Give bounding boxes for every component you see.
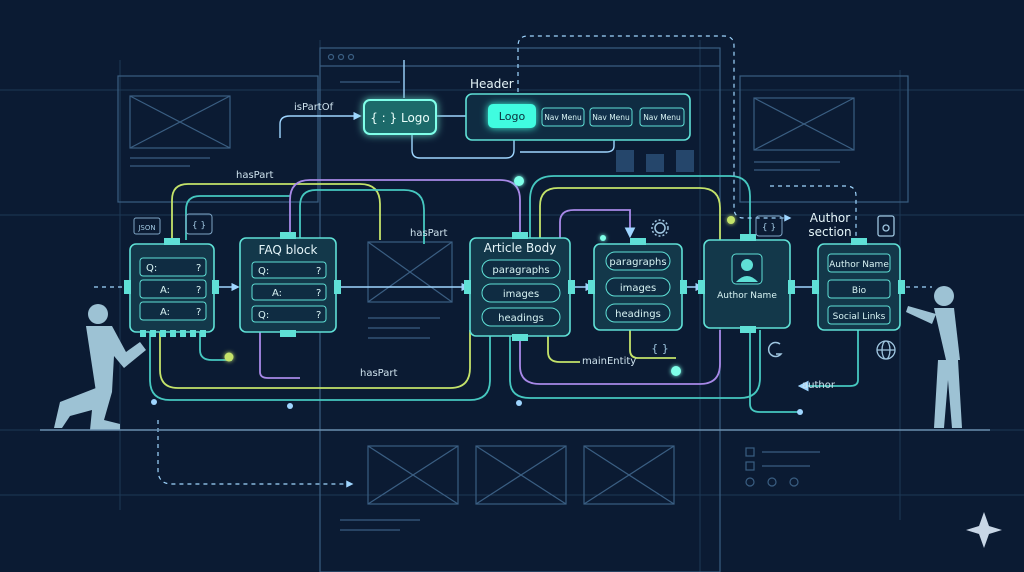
- nav-menu-2[interactable]: [589, 107, 633, 127]
- edge-label-has-part-1: hasPart: [236, 170, 273, 181]
- mid-item-images: images: [620, 283, 656, 294]
- mid-item-paragraphs: paragraphs: [609, 257, 666, 268]
- junction-dots: [151, 399, 803, 415]
- faq-left-mark-1: ?: [196, 263, 201, 274]
- braces-badge-mid: { }: [651, 342, 669, 355]
- edge-label-is-part-of: isPartOf: [294, 102, 334, 113]
- faq-block-row-1: Q:: [258, 266, 269, 277]
- author-card-label: Author Name: [717, 291, 777, 301]
- faq-left-mark-3: ?: [196, 307, 201, 318]
- nav-menu-3[interactable]: [639, 107, 685, 127]
- author-card-node[interactable]: Author Name: [698, 234, 795, 333]
- braces-badge-author: { }: [755, 215, 783, 237]
- edge-label-has-part-3: hasPart: [360, 368, 397, 379]
- dashed-links: [94, 35, 932, 488]
- article-item-headings: headings: [498, 313, 544, 324]
- edge-label-has-part-2: hasPart: [410, 228, 447, 239]
- json-badge-label: JSON: [137, 224, 155, 232]
- author-item-social: Social Links: [833, 312, 886, 322]
- faq-left-row-1: Q:: [146, 263, 157, 274]
- braces-badge-left-label: { }: [192, 221, 206, 231]
- faq-block-mark-3: ?: [316, 310, 321, 321]
- author-section-node[interactable]: Author section Author Name Bio Social Li…: [808, 211, 905, 331]
- article-body-node[interactable]: Article Body paragraphs images headings: [464, 232, 575, 341]
- author-section-title-2: section: [808, 225, 851, 239]
- edge-label-author: author: [802, 380, 836, 391]
- google-g-icon: [767, 341, 783, 358]
- nav-menu-3-label: Nav Menu: [643, 113, 681, 122]
- edge-label-main-entity: mainEntity: [582, 356, 636, 367]
- article-item-images: images: [503, 289, 539, 300]
- faq-left-mark-2: ?: [196, 285, 201, 296]
- person-left-icon: [54, 304, 146, 430]
- person-right-icon: [906, 286, 962, 428]
- faq-block-mark-2: ?: [316, 288, 321, 299]
- nav-menu-2-label: Nav Menu: [592, 113, 630, 122]
- braces-badge-author-label: { }: [762, 223, 776, 233]
- faq-block-row-2: A:: [272, 288, 282, 299]
- faq-node-left[interactable]: Q: A: A: ? ? ?: [124, 238, 219, 337]
- header-panel: Header Logo Nav Menu Nav Menu Nav Menu: [465, 77, 691, 141]
- logo-node-label: { : } Logo: [370, 111, 430, 125]
- author-section-title-1: Author: [810, 211, 850, 225]
- header-logo-label: Logo: [499, 110, 526, 123]
- braces-badge-left: { }: [185, 213, 213, 235]
- faq-left-row-2: A:: [160, 285, 170, 296]
- nav-menu-1-label: Nav Menu: [544, 113, 582, 122]
- author-item-name: Author Name: [829, 260, 889, 270]
- faq-block-row-3: Q:: [258, 310, 269, 321]
- article-item-paragraphs: paragraphs: [492, 265, 549, 276]
- glow-dots: [224, 176, 735, 376]
- content-items-node[interactable]: paragraphs images headings: [588, 238, 687, 331]
- sparkle-icon: [966, 512, 1002, 548]
- article-body-title: Article Body: [484, 241, 557, 255]
- faq-left-row-3: A:: [160, 307, 170, 318]
- nav-menu-1[interactable]: [541, 107, 585, 127]
- logo-node[interactable]: { : } Logo: [363, 99, 437, 135]
- json-badge: JSON: [133, 217, 161, 235]
- faq-block-node[interactable]: FAQ block Q: A: Q: ? ? ?: [239, 232, 341, 337]
- braces-badge-mid-label: { }: [651, 342, 669, 355]
- author-item-bio: Bio: [852, 286, 867, 296]
- faq-block-title: FAQ block: [259, 243, 318, 257]
- faq-block-mark-1: ?: [316, 266, 321, 277]
- wires: [149, 175, 859, 413]
- settings-doc-icon: [877, 215, 895, 237]
- mid-item-headings: headings: [615, 309, 661, 320]
- gear-icon: [651, 219, 669, 237]
- globe-icon: [876, 340, 896, 360]
- header-logo-chip[interactable]: [488, 104, 536, 128]
- header-title: Header: [470, 77, 514, 91]
- user-avatar-icon: [731, 253, 763, 285]
